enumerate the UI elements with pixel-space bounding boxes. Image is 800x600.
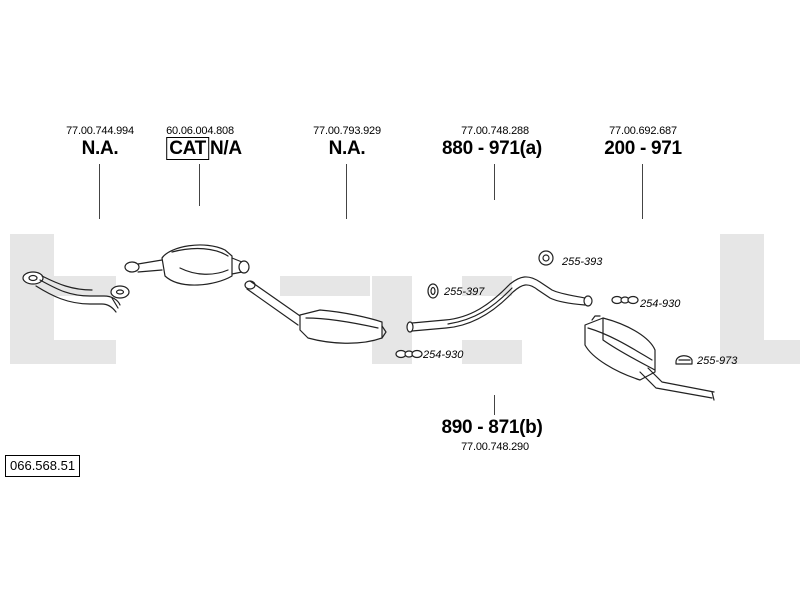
part-code-2-text: N/A [209,138,242,159]
leader-line-5 [642,164,643,219]
flange-gasket-254-930-b [395,349,423,359]
leader-line-1 [99,164,100,219]
part-ref-5: 77.00.692.687 [609,125,677,137]
part-ref-4: 77.00.748.288 [461,125,529,137]
part-ref-6: 77.00.748.290 [461,441,529,453]
part-ref-2: 60.06.004.808 [166,125,234,137]
fitting-label-3: 254-930 [640,298,681,310]
document-number: 066.568.51 [5,455,81,477]
leader-line-2 [199,164,200,206]
mounting-rubber-255-973 [675,355,693,365]
intermediate-pipe [406,276,593,333]
part-code-3: N.A. [328,138,366,159]
flange-gasket-254-930-a [611,295,639,305]
clamp-255-393 [538,250,554,266]
gasket-255-397 [427,283,439,299]
part-code-4: 880 - 971(a) [442,138,542,159]
front-pipe [22,271,130,313]
part-code-5: 200 - 971 [604,138,682,159]
leader-line-6 [494,395,495,415]
part-code-6: 890 - 871(b) [441,417,543,438]
part-ref-3: 77.00.793.929 [313,125,381,137]
part-ref-1: 77.00.744.994 [66,125,134,137]
part-code-1: N.A. [81,138,119,159]
catalytic-converter [124,244,250,286]
fitting-label-5: 255-973 [697,355,738,367]
fitting-label-1: 255-393 [562,256,603,268]
cat-badge: CAT [166,137,209,160]
leader-line-3 [346,164,347,219]
leader-line-4 [494,164,495,200]
fitting-label-4: 254-930 [423,349,464,361]
rear-silencer [584,315,715,401]
centre-silencer [244,280,387,344]
fitting-label-2: 255-397 [444,286,485,298]
